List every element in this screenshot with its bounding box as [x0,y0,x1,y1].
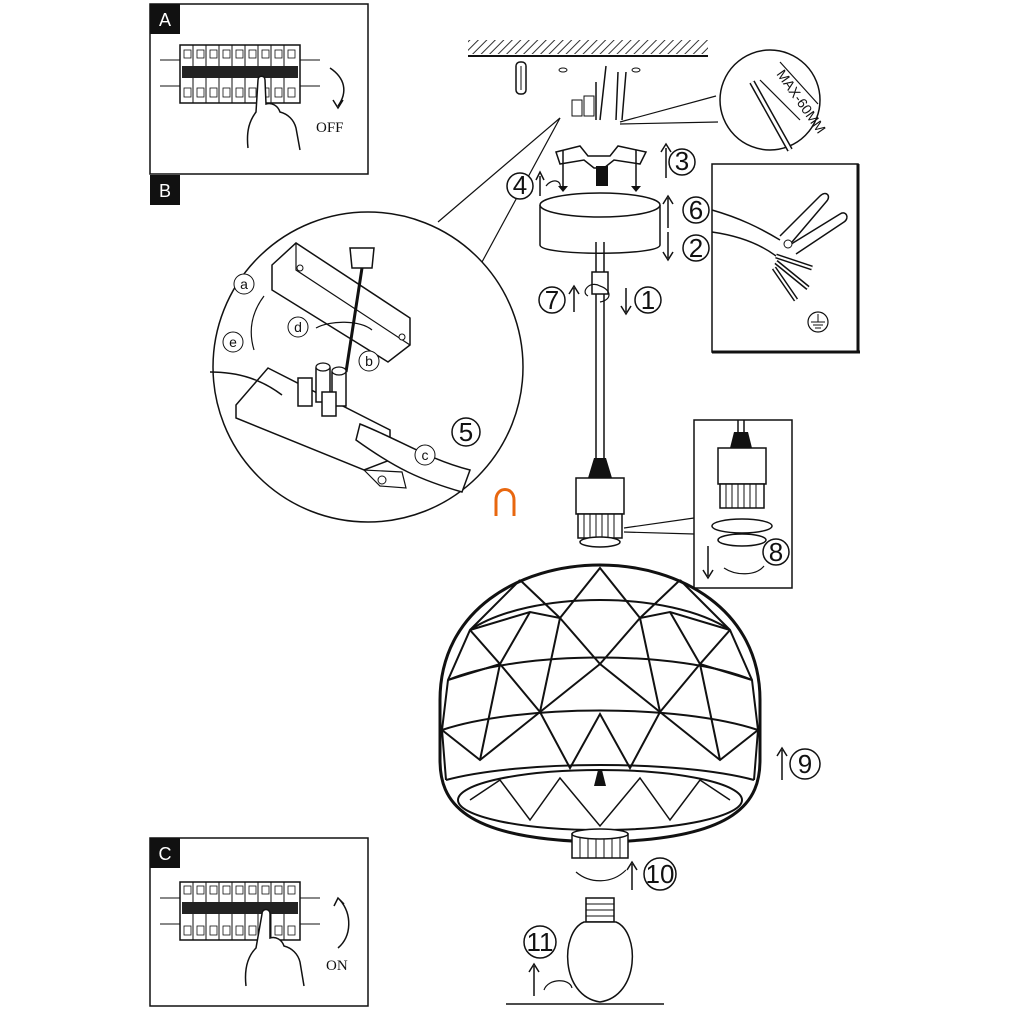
switch-up-arrow [337,899,350,949]
panel-b: B [150,175,180,205]
letter-b: b [358,350,380,372]
svg-text:8: 8 [769,537,783,567]
bulb-icon [543,897,634,1003]
hand-icon [246,75,301,151]
pliers-icon [779,192,848,255]
svg-text:2: 2 [689,233,703,263]
mounting-hardware [515,61,648,192]
svg-text:6: 6 [689,195,703,225]
switch-down-arrow [329,67,345,107]
svg-text:5: 5 [459,417,473,447]
switch-on-label: ON [326,958,348,974]
svg-text:c: c [422,447,429,463]
switch-off-label: OFF [316,120,344,136]
step-6: 6 [662,194,710,228]
wire-strip-box [711,163,860,354]
letter-d: d [287,316,309,338]
screwdriver-icon [344,247,375,373]
step-8: 8 [762,537,790,567]
ring-detail-box: 8 [623,419,793,589]
canopy [539,192,661,300]
step-11: 11 [523,925,557,996]
step-4: 4 [506,170,561,200]
orange-marker [494,488,516,516]
svg-text:e: e [229,334,237,350]
step-9: 9 [776,746,821,780]
svg-text:11: 11 [527,927,554,957]
hand-icon [244,908,305,987]
lampholder [575,458,625,548]
suspension-cord [595,300,605,458]
panel-a: A [149,3,369,175]
letter-e: e [222,331,244,353]
terminal-block-detail: a b c d e 5 [209,117,561,523]
svg-text:1: 1 [641,285,655,315]
svg-text:4: 4 [513,170,527,200]
svg-text:10: 10 [646,859,675,889]
wire-strip-callout: MAX-60MM [619,49,829,152]
step-7: 7 [538,284,580,315]
panel-c: C [149,837,369,1007]
breaker-box-off [160,44,320,104]
svg-text:9: 9 [798,749,812,779]
step-10: 10 [626,857,677,891]
ground-icon [807,311,829,333]
letter-c: c [414,444,436,466]
svg-text:b: b [365,353,373,369]
cable-clamp [584,271,610,303]
lower-ring [571,828,629,882]
ceiling [468,40,708,57]
step-3: 3 [660,142,696,178]
svg-text:7: 7 [545,285,559,315]
step-5: 5 [451,417,481,447]
svg-text:3: 3 [675,146,689,176]
svg-text:a: a [240,276,248,292]
letter-a: a [233,273,255,295]
svg-text:d: d [294,319,302,335]
panel-a-tag: A [159,10,171,30]
breaker-box-on [160,881,320,941]
step-2: 2 [662,232,710,263]
geodesic-shade [438,563,762,844]
panel-c-tag: C [159,844,172,864]
step-1: 1 [620,285,662,316]
mounting-bracket [555,145,648,169]
panel-b-tag: B [159,181,171,201]
wall-plug-icon [515,61,527,95]
